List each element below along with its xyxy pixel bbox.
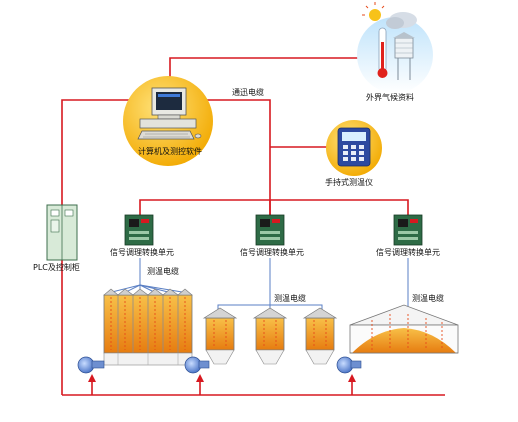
temp-cable-2-label: 测温电缆	[274, 294, 306, 303]
unit-1-label: 信号调理转换单元	[110, 248, 174, 257]
computer-icon	[123, 76, 213, 166]
control-cabinet-icon	[46, 204, 78, 261]
silo-group-squat	[202, 307, 338, 365]
signal-unit-1	[124, 214, 154, 246]
handheld-label: 手持式测温仪	[325, 178, 373, 187]
temp-cable-3-label: 测温电缆	[412, 294, 444, 303]
weather-station-icon	[357, 2, 433, 93]
computer-label: 计算机及测控软件	[138, 147, 202, 156]
unit-2-label: 信号调理转换单元	[240, 248, 304, 257]
plc-label: PLC及控制柜	[33, 263, 80, 272]
fan-icon-1	[77, 356, 105, 374]
grain-warehouse	[349, 304, 459, 354]
signal-unit-3	[393, 214, 423, 246]
fan-icon-2	[184, 356, 210, 374]
bus-arrows	[88, 374, 356, 382]
fan-icon-3	[336, 356, 362, 374]
comm-cable-label: 通迅电缆	[232, 88, 264, 97]
weather-label: 外界气候资料	[366, 93, 414, 102]
thermometer-device-icon	[326, 120, 382, 176]
silo-group-tall	[103, 288, 193, 366]
unit-3-label: 信号调理转换单元	[376, 248, 440, 257]
signal-unit-2	[255, 214, 285, 246]
temp-cable-1-label: 测温电缆	[147, 267, 179, 276]
